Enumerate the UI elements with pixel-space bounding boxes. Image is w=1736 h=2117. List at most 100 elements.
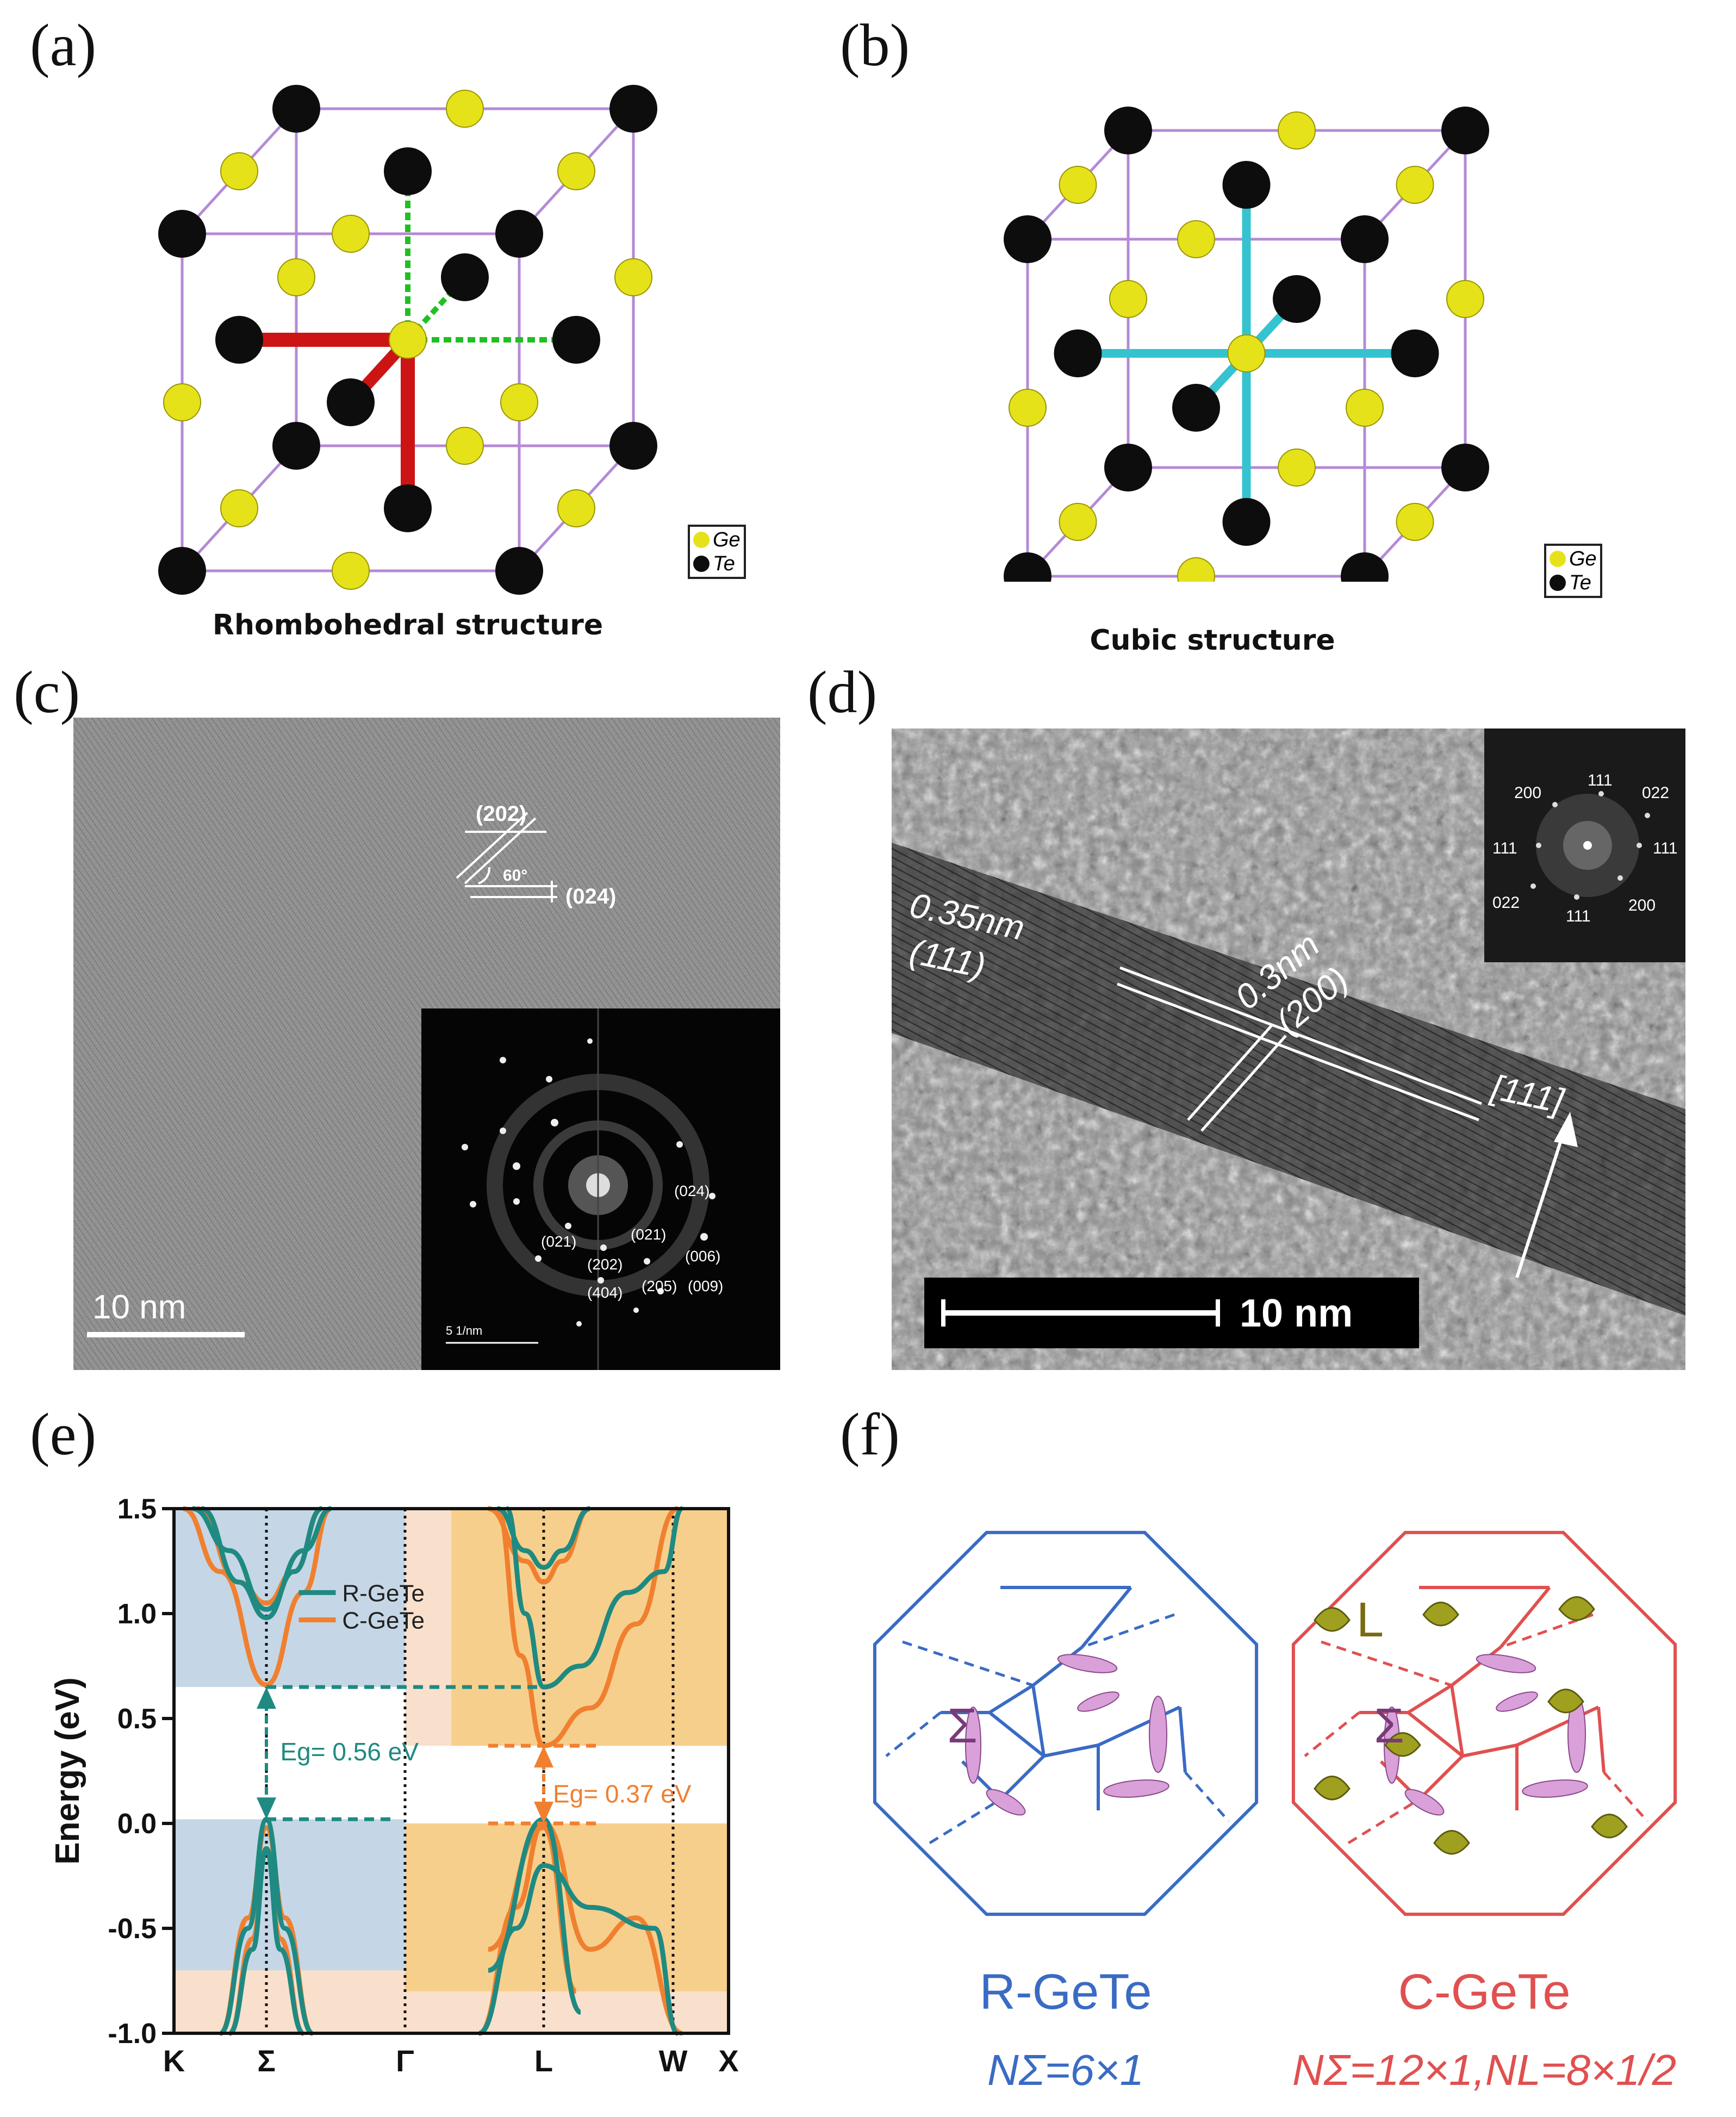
bz-hidden-edge <box>1347 1798 1420 1845</box>
y-tick-label: -1.0 <box>108 2018 157 2050</box>
legend-ge-label: Ge <box>1569 547 1597 570</box>
bz-edge <box>1178 1707 1187 1773</box>
saed-spot-label: (205) <box>642 1278 677 1294</box>
bz-edge <box>988 1684 1034 1714</box>
fermi-pocket-sigma <box>965 1707 981 1784</box>
bz-edge <box>1097 1705 1181 1747</box>
fermi-pocket-sigma <box>1476 1654 1536 1673</box>
te-atom <box>495 547 543 595</box>
fermi-pocket-sigma <box>986 1789 1026 1816</box>
cubic-structure-diagram <box>1004 107 1489 582</box>
fft-spot-label: 022 <box>1642 784 1669 802</box>
rhombohedral-structure-diagram <box>158 85 657 595</box>
y-tick-label: 1.5 <box>117 1493 157 1525</box>
ge-atom <box>277 258 315 296</box>
band-line-r-gete <box>505 1506 684 1690</box>
te-atom <box>1222 161 1271 209</box>
te-atom <box>1222 498 1271 546</box>
gap-arrow-head <box>257 1797 276 1820</box>
sigma-label-left: Σ <box>947 1699 978 1753</box>
te-atom <box>1004 552 1051 582</box>
ge-atom <box>332 215 370 253</box>
hrtem-image-d: 0.35nm (111) 0.3nm (200) [111] 10 nm 200 <box>892 729 1685 1370</box>
bz-edge <box>1462 1744 1517 1758</box>
sigma-label-right: Σ <box>1374 1699 1404 1753</box>
formula-left: NΣ=6×1 <box>987 2046 1144 2094</box>
bz-edge <box>1417 1754 1464 1801</box>
gap-arrow-head <box>534 1746 553 1768</box>
bz-edge <box>1597 1707 1606 1773</box>
c-gap-region <box>405 1746 729 1823</box>
panel-letter-f: (f) <box>840 1401 900 1467</box>
bz-hidden-edge <box>1321 1640 1452 1687</box>
bz-edge <box>1031 1685 1046 1757</box>
te-atom <box>495 210 543 258</box>
legend-b: Ge Te <box>1544 544 1602 598</box>
ge-atom <box>446 427 484 465</box>
fft-spot-label: 111 <box>1492 839 1517 857</box>
scalebar-label-c: 10 nm <box>92 1288 186 1326</box>
legend-ge-label: Ge <box>713 528 741 551</box>
bz-right-label: C-GeTe <box>1398 1964 1571 2020</box>
saed-spot-label: (202) <box>587 1256 623 1273</box>
x-tick-label: Σ <box>257 2044 276 2078</box>
bz-left-label: R-GeTe <box>980 1964 1152 2020</box>
x-tick-label: W <box>659 2044 688 2078</box>
ge-atom <box>614 258 652 296</box>
fermi-pocket-L <box>1422 1602 1459 1627</box>
bz-edge <box>1407 1711 1464 1758</box>
band-line-r-gete <box>201 1506 323 1621</box>
fermi-pocket-L <box>1384 1732 1421 1757</box>
ge-atom <box>389 321 427 359</box>
fermi-pocket-sigma <box>1103 1779 1169 1798</box>
ge-atom <box>1346 389 1384 427</box>
ge-atom <box>446 90 484 128</box>
te-atom <box>441 253 489 301</box>
te-atom <box>327 378 375 426</box>
fft-spot-label: 200 <box>1628 896 1656 914</box>
panel-letter-e: (e) <box>30 1401 97 1467</box>
y-tick-label: 0.0 <box>117 1808 157 1840</box>
gap-label-r: Eg= 0.56 eV <box>281 1738 419 1766</box>
fermi-pocket-L <box>1591 1814 1628 1839</box>
fermi-pocket-sigma <box>1057 1654 1118 1673</box>
caption-a: Rhombohedral structure <box>212 609 603 642</box>
ge-atom <box>557 489 595 527</box>
bz-edge <box>999 1754 1046 1801</box>
te-atom <box>384 147 432 195</box>
te-atom <box>1341 552 1389 582</box>
bz-hidden-edge <box>1304 1711 1360 1757</box>
bz-hidden-edge <box>885 1711 942 1757</box>
ge-atom <box>1009 389 1047 427</box>
gap-arrow-head <box>534 1802 553 1823</box>
fft-spot-label: 200 <box>1514 784 1541 802</box>
bz-edge <box>1499 1586 1551 1648</box>
gap-arrow-head <box>257 1687 276 1709</box>
y-tick-label: -0.5 <box>108 1913 157 1945</box>
bz-edge <box>1080 1586 1133 1648</box>
legend-te-label: Te <box>713 552 735 575</box>
ge-atom <box>1446 280 1484 318</box>
bz-edge <box>1516 1705 1600 1747</box>
te-atom <box>1054 329 1102 377</box>
legend-te-label: Te <box>1569 571 1591 594</box>
te-atom <box>1104 444 1152 491</box>
bz-hidden-edge <box>1081 1613 1175 1649</box>
fermi-pocket-L <box>1558 1596 1595 1621</box>
x-tick-label: Γ <box>396 2044 414 2078</box>
te-atom <box>272 85 320 133</box>
y-tick-label: 1.0 <box>117 1598 157 1630</box>
scalebar-label-d: 10 nm <box>1240 1292 1353 1335</box>
y-tick-label: 0.5 <box>117 1703 157 1735</box>
te-atom <box>384 484 432 532</box>
band-line-r-gete <box>496 1506 591 1570</box>
ge-atom <box>1177 220 1215 258</box>
gap-label-c: Eg= 0.37 eV <box>553 1779 692 1808</box>
saed-inset: (024) (021) (021) (006) (202) (404) (205… <box>421 1008 780 1370</box>
x-tick-label: L <box>534 2044 553 2078</box>
fermi-pocket-L <box>1314 1607 1351 1632</box>
band-line-c-gete <box>183 1506 332 1688</box>
fft-inset: 200 111 022 111 111 022 111 200 <box>1484 729 1685 962</box>
ge-atom <box>1278 111 1316 150</box>
